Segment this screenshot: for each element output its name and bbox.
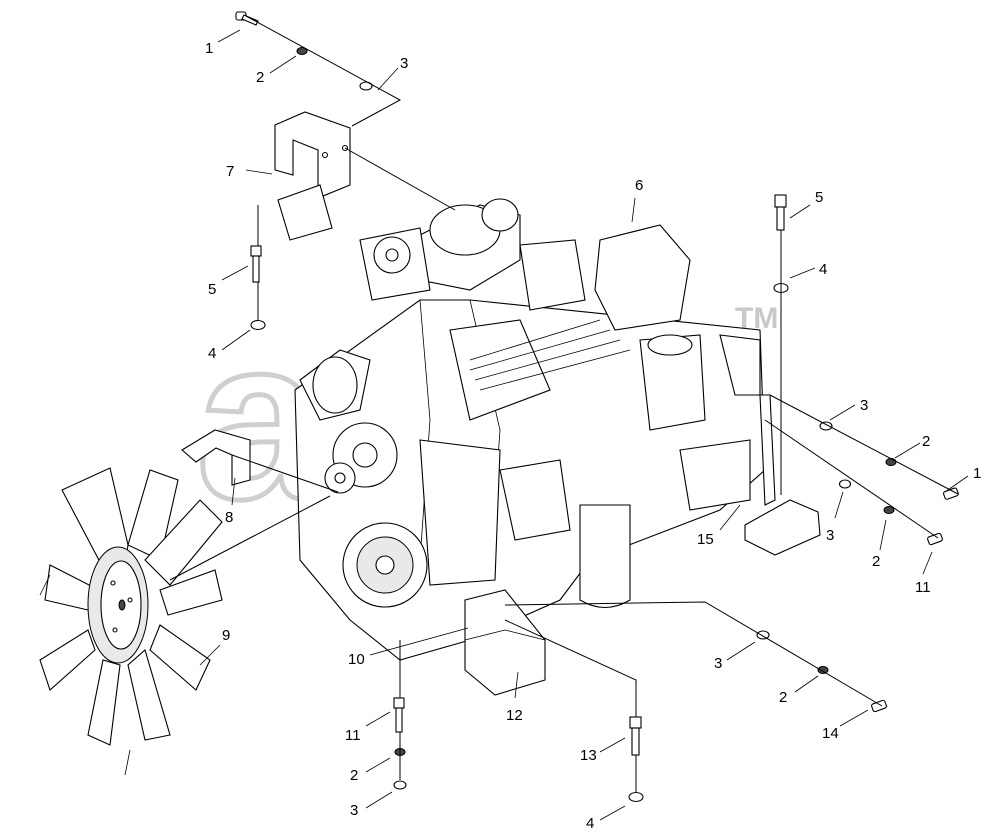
callout-13: 13 — [580, 747, 597, 764]
callout-5: 5 — [815, 189, 823, 206]
callout-1: 1 — [205, 40, 213, 57]
rear-left-mount — [464, 589, 546, 696]
callout-3: 3 — [860, 397, 868, 414]
callout-1: 1 — [973, 465, 981, 482]
callout-3: 3 — [826, 527, 834, 544]
callout-6: 6 — [635, 177, 643, 194]
callout-10: 10 — [348, 651, 365, 668]
callout-4: 4 — [208, 345, 216, 362]
engine-assembly — [294, 198, 766, 661]
callout-11: 11 — [915, 579, 931, 596]
callout-2: 2 — [350, 767, 358, 784]
rear-right-mount — [744, 394, 821, 556]
callout-2: 2 — [872, 553, 880, 570]
callout-14: 14 — [822, 725, 839, 742]
cooling-fan — [39, 467, 223, 746]
callout-3: 3 — [400, 55, 408, 72]
callout-3: 3 — [350, 802, 358, 819]
callout-9: 9 — [222, 627, 230, 644]
callout-7: 7 — [226, 163, 234, 180]
callout-4: 4 — [586, 815, 594, 832]
callout-labels: 1 2 3 7 5 4 6 5 4 3 2 1 3 2 11 15 8 9 10… — [205, 40, 981, 832]
callout-2: 2 — [779, 689, 787, 706]
callout-15: 15 — [697, 531, 714, 548]
callout-3: 3 — [714, 655, 722, 672]
callout-4: 4 — [819, 261, 827, 278]
callout-5: 5 — [208, 281, 216, 298]
callout-2: 2 — [922, 433, 930, 450]
callout-8: 8 — [225, 509, 233, 526]
front-lower-bracket — [181, 429, 251, 486]
callout-11: 11 — [345, 727, 361, 744]
front-upper-bracket — [274, 111, 351, 241]
callout-2: 2 — [256, 69, 264, 86]
fasteners — [235, 11, 959, 803]
callout-12: 12 — [506, 707, 523, 724]
assembly-lines — [169, 15, 959, 792]
callout-leaders — [39, 29, 969, 821]
